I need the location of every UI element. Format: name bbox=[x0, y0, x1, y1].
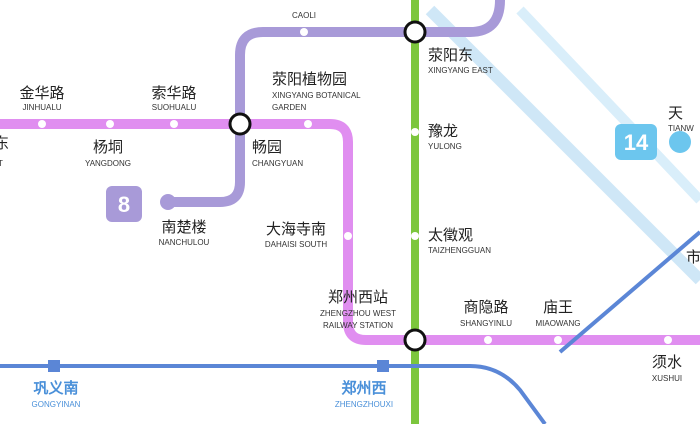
label-yangdong-en: YANGDONG bbox=[85, 159, 131, 168]
label-taizhengguan-en: TAIZHENGGUAN bbox=[428, 246, 491, 255]
label-edge-left-en: T bbox=[0, 159, 3, 168]
label-zhengzhou-west-rail-zh: 郑州西站 bbox=[328, 288, 388, 306]
station-dot-yangdong[interactable] bbox=[106, 120, 114, 128]
rail-station-gongyinan[interactable] bbox=[48, 360, 60, 372]
label-nanchulou-zh: 南楚楼 bbox=[161, 218, 206, 236]
station-dot-taizhengguan[interactable] bbox=[411, 232, 419, 240]
label-zhengzhou-west-rail-en2: RAILWAY STATION bbox=[323, 321, 393, 330]
label-yulong-en: YULONG bbox=[428, 142, 462, 151]
station-dot-xingyang-botanical[interactable] bbox=[304, 120, 312, 128]
label-yangdong-zh: 杨垌 bbox=[93, 138, 123, 156]
station-dot-dahaisi-south[interactable] bbox=[344, 232, 352, 240]
line-14-track bbox=[425, 5, 700, 285]
label-xingyang-botanical-zh: 荥阳植物园 bbox=[272, 70, 347, 88]
station-dot-nanchulou[interactable] bbox=[160, 194, 176, 210]
line-8-badge bbox=[106, 186, 142, 222]
purple-line-8 bbox=[163, 0, 505, 207]
label-jinhualu-zh: 金华路 bbox=[19, 84, 64, 102]
label-shangyinlu-en: SHANGYINLU bbox=[460, 319, 512, 328]
pink-line bbox=[0, 119, 700, 345]
label-miaowang-en: MIAOWANG bbox=[535, 319, 580, 328]
station-dot-xushui[interactable] bbox=[664, 336, 672, 344]
label-xingyang-east-en: XINGYANG EAST bbox=[428, 66, 493, 75]
station-dot-suohualu[interactable] bbox=[170, 120, 178, 128]
interchange-xingyang-east[interactable] bbox=[403, 20, 427, 44]
label-xushui-zh: 须水 bbox=[652, 353, 682, 371]
label-jinhualu-en: JINHUALU bbox=[22, 103, 61, 112]
label-changyuan-zh: 畅园 bbox=[252, 138, 282, 156]
label-edge-right-top-en: TIANW bbox=[668, 124, 694, 133]
label-shangyinlu-zh: 商隐路 bbox=[463, 298, 508, 316]
label-dahaisi-south-en: DAHAISI SOUTH bbox=[265, 240, 327, 249]
interchange-zhengzhou-west-rail[interactable] bbox=[403, 328, 427, 352]
label-xushui-en: XUSHUI bbox=[652, 374, 682, 383]
label-gongyinan-zh: 巩义南 bbox=[33, 379, 78, 397]
line-14-track-b bbox=[516, 6, 700, 204]
label-changyuan-en: CHANGYUAN bbox=[252, 159, 303, 168]
label-edge-right-top-zh: 天 bbox=[668, 104, 683, 122]
line-14-terminal-dot bbox=[669, 131, 691, 153]
label-edge-right-mid-zh: 市 bbox=[686, 248, 700, 266]
label-zhengzhouxi-zh: 郑州西 bbox=[341, 379, 386, 397]
label-yulong-zh: 豫龙 bbox=[428, 122, 458, 140]
line-14-badge bbox=[615, 124, 657, 160]
station-dot-miaowang[interactable] bbox=[554, 336, 562, 344]
station-dot-yulong[interactable] bbox=[411, 128, 419, 136]
line-8-badge-label: 8 bbox=[118, 192, 130, 217]
label-miaowang-zh: 庙王 bbox=[543, 298, 573, 316]
station-dot-caoli[interactable] bbox=[300, 28, 308, 36]
label-edge-left-zh: 东 bbox=[0, 134, 9, 152]
label-gongyinan-en: GONGYINAN bbox=[32, 400, 81, 409]
line-14-badge-label: 14 bbox=[624, 130, 649, 155]
label-xingyang-botanical-en2: GARDEN bbox=[272, 103, 306, 112]
label-caoli-en: CAOLI bbox=[292, 11, 316, 20]
rail-station-zhengzhouxi[interactable] bbox=[377, 360, 389, 372]
label-suohualu-zh: 索华路 bbox=[151, 84, 196, 102]
label-xingyang-botanical-en1: XINGYANG BOTANICAL bbox=[272, 91, 361, 100]
blue-rail-branch-right bbox=[469, 364, 547, 424]
station-dot-shangyinlu[interactable] bbox=[484, 336, 492, 344]
label-suohualu-en: SUOHUALU bbox=[152, 103, 197, 112]
label-taizhengguan-zh: 太徵观 bbox=[428, 226, 473, 244]
blue-rail-branch-up bbox=[558, 230, 700, 354]
label-xingyang-east-zh: 荥阳东 bbox=[428, 46, 473, 64]
label-zhengzhouxi-en: ZHENGZHOUXI bbox=[335, 400, 393, 409]
station-dot-jinhualu[interactable] bbox=[38, 120, 46, 128]
label-nanchulou-en: NANCHULOU bbox=[159, 238, 210, 247]
interchange-changyuan[interactable] bbox=[228, 112, 252, 136]
label-zhengzhou-west-rail-en1: ZHENGZHOU WEST bbox=[320, 309, 396, 318]
label-dahaisi-south-zh: 大海寺南 bbox=[266, 220, 326, 238]
